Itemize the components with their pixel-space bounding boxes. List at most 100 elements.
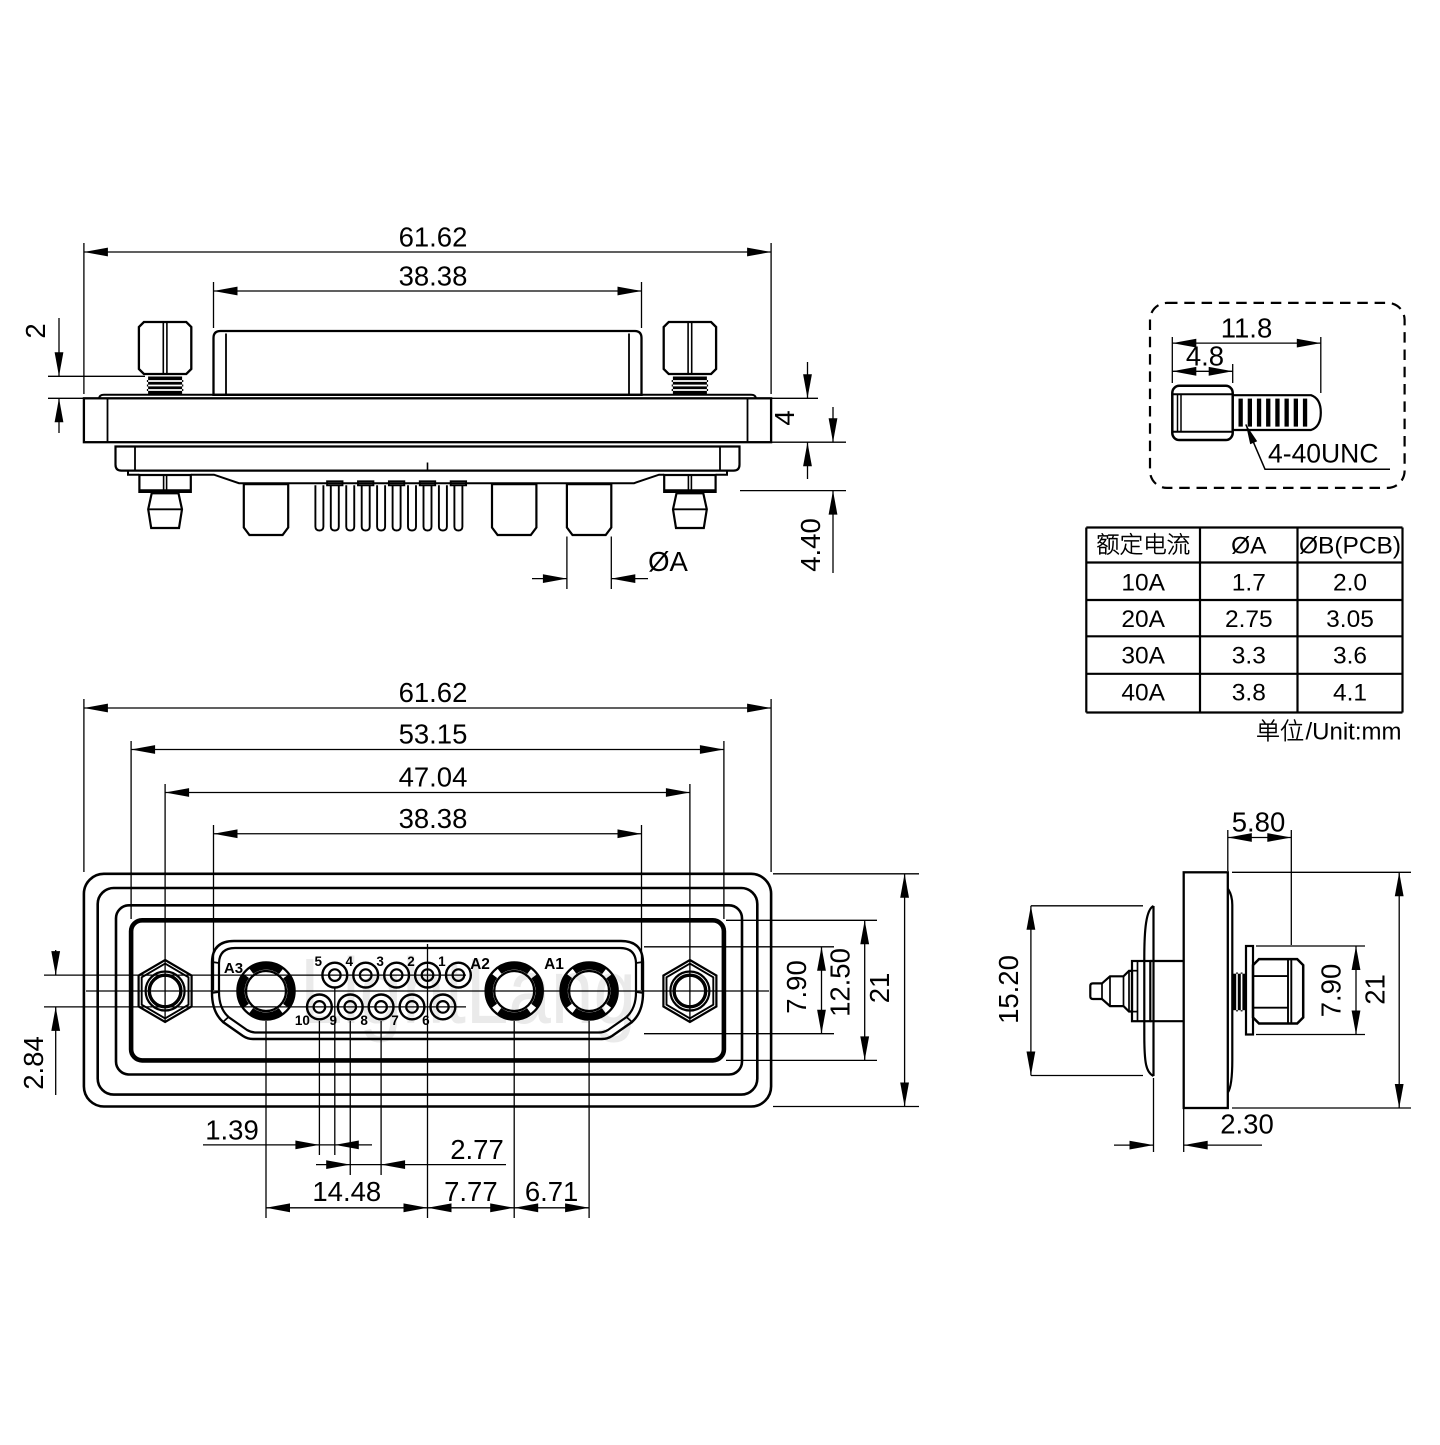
dim-arrowhead	[51, 951, 61, 976]
power-pin-top	[242, 483, 290, 537]
table-cell-current-3: 40A	[1121, 680, 1165, 707]
signal-pin-front	[336, 993, 364, 1021]
side-contact-pin	[1089, 969, 1134, 1013]
dim-arrowhead	[1172, 338, 1197, 348]
dim-front-center-a2: 7.77	[444, 1176, 498, 1207]
dim-front-a2-a1: 6.71	[525, 1176, 579, 1207]
dim-front-a3-center: 14.48	[312, 1176, 381, 1207]
dim-arrowhead	[1394, 1084, 1404, 1108]
dim-arrowhead	[860, 1036, 870, 1061]
table-header-dia-b: ØB(PCB)	[1299, 533, 1401, 560]
detail-screw-head	[1171, 384, 1234, 442]
dim-group-side: 5.80 15.20 7.90 21 2.30	[993, 807, 1411, 1152]
dim-front-row-offset: 2.84	[18, 1036, 49, 1090]
dim-arrowhead	[381, 1160, 406, 1169]
dim-arrowhead	[165, 788, 190, 797]
dim-arrowhead	[817, 1009, 826, 1034]
jackscrew-head-top	[137, 320, 193, 376]
dim-group-top-width: 61.62	[83, 222, 772, 394]
table-cell-current-2: 30A	[1121, 643, 1165, 670]
contact-label-a2: A2	[470, 956, 490, 973]
dim-group-front-width: 61.62	[83, 677, 772, 872]
dim-group-top-screw-standoff: 2	[20, 318, 145, 433]
contact-label-a3: A3	[224, 960, 243, 977]
dim-arrowhead	[1351, 1010, 1361, 1035]
dim-side-bushing-height: 7.90	[1316, 964, 1347, 1018]
dim-arrowhead	[1267, 833, 1292, 842]
dim-arrowhead	[617, 286, 642, 296]
dim-group-top-pcb-standoff: 4.40	[740, 407, 846, 573]
dim-arrowhead	[295, 1140, 320, 1150]
dim-arrowhead	[490, 1203, 515, 1213]
dim-front-panel-width: 53.15	[399, 719, 468, 750]
dim-arrowhead	[54, 352, 64, 377]
dim-front-panel-height: 12.50	[825, 948, 856, 1017]
signal-pin-top	[314, 485, 325, 532]
signal-pin-front	[367, 993, 395, 1021]
dim-arrowhead	[213, 829, 238, 839]
board-lock-top	[138, 473, 192, 493]
dim-arrowhead	[803, 374, 812, 399]
dim-arrowhead	[565, 1203, 590, 1213]
dim-group-front-insert-width: 38.38	[212, 803, 643, 990]
dim-arrowhead	[1026, 905, 1036, 930]
signal-pin-top	[360, 485, 371, 532]
dim-front-pin-row-offset: 1.39	[205, 1115, 259, 1146]
table-cell-b-3: 4.1	[1333, 680, 1367, 707]
contact-label-a1: A1	[544, 956, 564, 973]
dim-arrowhead	[1351, 946, 1361, 970]
table-cell-current-1: 20A	[1121, 606, 1165, 633]
dim-group-top-pin-diameter: ØA	[532, 536, 689, 589]
board-lock-top	[663, 473, 717, 493]
dim-arrowhead	[266, 1203, 290, 1213]
top-shell	[212, 329, 643, 396]
dim-arrowhead	[1227, 833, 1252, 842]
dim-group-front-insert-height: 7.90	[644, 946, 834, 1035]
dim-arrowhead	[747, 247, 772, 257]
dim-top-flange-thickness: 4	[769, 410, 800, 425]
front-gasket	[114, 903, 744, 1076]
dim-top-pin-diameter: ØA	[648, 546, 688, 577]
dim-front-mount-spacing: 47.04	[399, 762, 468, 793]
side-view: 5.80 15.20 7.90 21 2.30	[993, 807, 1411, 1152]
side-shell-rim	[1143, 905, 1155, 1077]
dim-arrowhead	[803, 442, 812, 467]
screw-detail-view: 11.8 4.8 4-40UNC	[1148, 301, 1406, 489]
hex-nut-left	[137, 958, 193, 1024]
signal-pin-front	[383, 961, 411, 989]
dim-front-pin-pitch: 2.77	[450, 1134, 504, 1165]
pin-label-10: 10	[295, 1013, 310, 1028]
dim-arrowhead	[326, 1160, 351, 1169]
table-cell-a-1: 2.75	[1225, 606, 1273, 633]
pin-label-2: 2	[407, 954, 415, 969]
signal-pin-front	[352, 961, 380, 989]
pin-label-5: 5	[315, 954, 323, 969]
signal-pin-front	[444, 961, 472, 989]
dim-arrowhead	[54, 398, 64, 423]
signal-pin-front	[429, 993, 457, 1021]
side-flange	[1182, 871, 1229, 1110]
dim-group-detail: 11.8 4.8	[1171, 313, 1322, 393]
dim-side-shell-height: 15.20	[993, 955, 1024, 1024]
dim-arrowhead	[83, 247, 108, 257]
dim-top-shell: 38.38	[399, 261, 468, 292]
signal-pin-top	[391, 485, 402, 532]
dim-arrowhead	[1296, 338, 1321, 348]
dim-arrowhead	[900, 873, 909, 898]
side-screw-head	[1251, 957, 1305, 1025]
dim-arrowhead	[1245, 424, 1258, 445]
dim-arrowhead	[1026, 1051, 1036, 1076]
signal-pin-top	[329, 485, 340, 532]
dim-group-front-panel-width: 53.15	[130, 719, 725, 919]
dim-arrowhead	[817, 946, 826, 971]
dim-arrowhead	[699, 745, 724, 754]
dim-group-front-panel-height: 12.50	[726, 919, 877, 1062]
table-cell-a-3: 3.8	[1232, 680, 1266, 707]
signal-pin-front	[305, 993, 333, 1021]
table-cell-a-0: 1.7	[1232, 570, 1266, 597]
detail-dashed-box	[1148, 301, 1406, 489]
dim-top-pcb-standoff: 4.40	[795, 518, 826, 572]
dim-group-top-shell: 38.38	[212, 261, 643, 328]
